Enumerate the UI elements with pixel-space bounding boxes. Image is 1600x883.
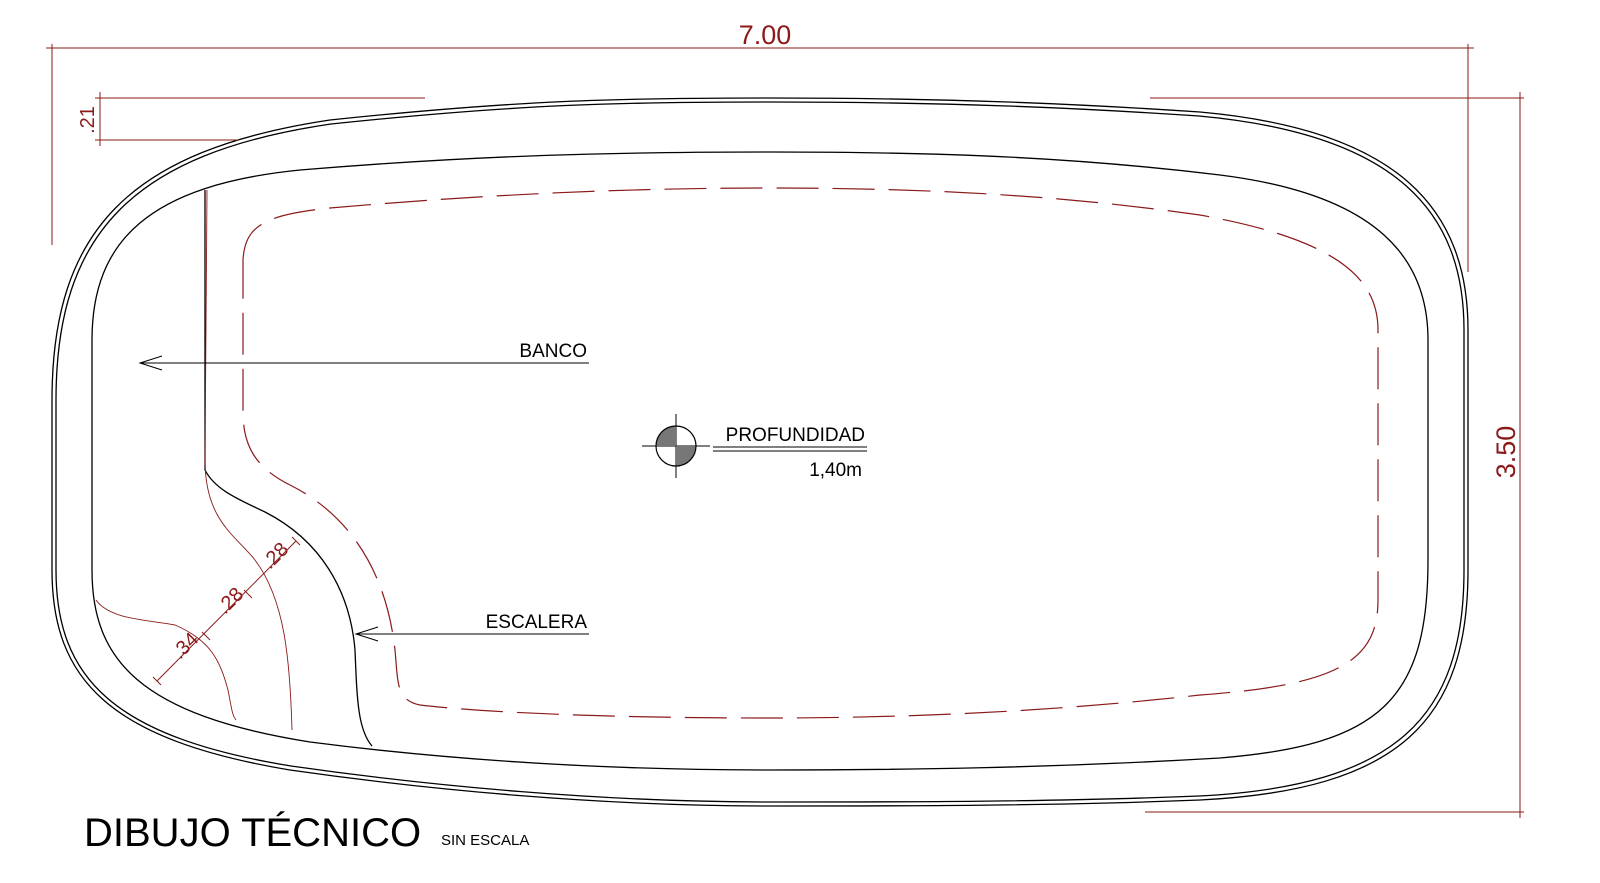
bench-arrow-icon: [138, 355, 589, 371]
step-dim-3: .28: [258, 538, 293, 573]
width-dimension: 3.50: [1491, 426, 1521, 479]
pool-outer-edge: [51, 97, 1469, 807]
step-dim-1: .34: [168, 628, 203, 663]
drawing-scale: SIN ESCALA: [441, 832, 529, 849]
pool-inner-edge: [91, 151, 1429, 771]
bench-label: BANCO: [519, 341, 587, 362]
pool-floor-outline: [242, 187, 1379, 719]
stairs-label: ESCALERA: [486, 612, 588, 633]
depth-title: PROFUNDIDAD: [726, 425, 865, 446]
stairs-arrow-icon: [354, 626, 589, 642]
step-dim-2: .28: [213, 583, 248, 618]
length-dimension: 7.00: [739, 20, 792, 50]
depth-value: 1,40m: [809, 460, 862, 481]
dimension-lines: [46, 44, 1524, 818]
rim-dimension: .21: [77, 106, 99, 134]
stairs: .34 .28 .28: [95, 189, 373, 747]
drawing-title: DIBUJO TÉCNICO: [84, 810, 421, 855]
depth-marker-icon: [642, 414, 710, 478]
